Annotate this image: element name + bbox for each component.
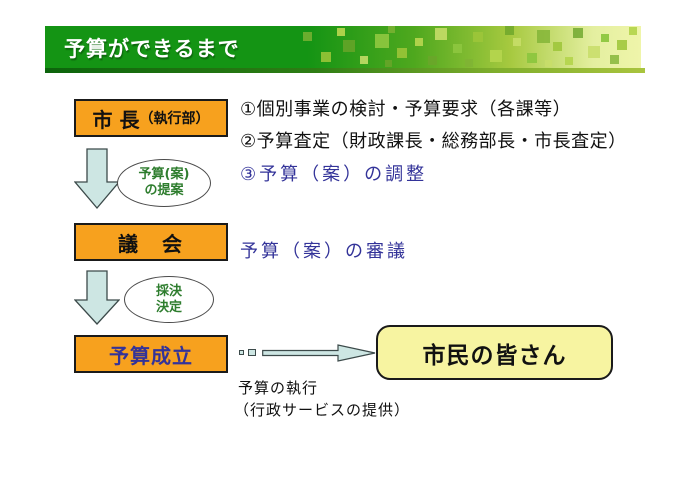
annotation-execution: 予算の執行 [238,379,319,397]
annotation-step3: ③予算（案）の調整 [240,164,428,185]
mosaic-square [428,56,437,65]
enacted-box-label: 予算成立 [109,343,193,368]
mosaic-square [385,60,392,67]
mosaic-square [601,34,609,42]
decision-line1: 採決 [155,283,182,299]
mosaic-square [397,48,407,58]
mosaic-square [388,26,395,33]
decision-line2: 決定 [155,299,182,315]
mosaic-square [343,40,355,52]
mosaic-square [505,26,514,35]
assembly-box: 議 会 [74,223,228,261]
citizens-box-label: 市民の皆さん [422,342,567,369]
enacted-box: 予算成立 [74,335,228,373]
mosaic-square [553,42,562,51]
mosaic-square [588,46,600,58]
mosaic-square [610,55,619,64]
annotation-step1: ①個別事業の検討・予算要求（各課等） [240,99,572,120]
mosaic-square [490,50,502,62]
mosaic-square [513,38,521,46]
mosaic-square [321,52,331,62]
mayor-box-label: 市 長 [92,107,140,132]
annotation-execution-note: （行政サービスの提供） [234,401,411,419]
annotation-step2: ②予算査定（財政課長・総務部長・市長査定） [240,131,627,152]
mosaic-square [617,40,627,50]
mosaic-square [337,28,345,36]
mosaic-square [435,28,447,40]
mosaic-square [537,30,550,43]
mosaic-square [465,59,473,67]
mosaic-square [453,44,462,53]
assembly-box-label: 議 会 [118,231,184,256]
proposal-line2: の提案 [144,183,184,198]
mayor-box: 市 長（執行部） [74,99,228,137]
annotation-deliberation: 予算（案）の審議 [240,241,408,262]
mosaic-square [415,38,423,46]
banner-underline [45,68,645,73]
right-arrow-icon [262,344,376,362]
mosaic-square [375,34,389,48]
mosaic-square [360,56,368,64]
mosaic-square [629,27,637,35]
title-banner [45,26,641,68]
arrow-dash-square [248,349,256,356]
decision-ellipse: 採決 決定 [124,276,214,323]
down-arrow-icon [73,148,121,210]
mosaic-square [527,53,537,63]
mosaic-square [303,32,312,41]
citizens-box: 市民の皆さん [376,325,613,380]
slide-title: 予算ができるまで [64,37,240,61]
down-arrow-icon [73,270,121,326]
mosaic-square [473,32,483,42]
mosaic-square [545,60,552,67]
arrow-dash-square [239,350,244,355]
proposal-ellipse: 予算(案) の提案 [117,159,211,207]
proposal-line1: 予算(案) [138,167,190,183]
mosaic-square [573,28,583,38]
mayor-box-sublabel: （執行部） [139,111,210,127]
mosaic-square [565,57,573,65]
